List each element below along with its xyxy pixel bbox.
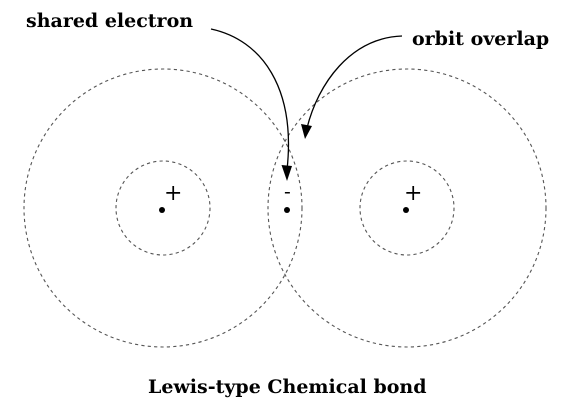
right-nucleus	[403, 207, 409, 213]
arrowhead-icon	[301, 124, 312, 139]
right-nucleus-charge: +	[404, 181, 422, 206]
diagram-caption: Lewis-type Chemical bond	[148, 376, 427, 398]
arrowhead-icon	[281, 165, 292, 181]
orbit-overlap-arrow	[301, 35, 403, 139]
left-nucleus-charge: +	[164, 181, 182, 206]
shared-electron: -	[284, 179, 291, 213]
shared-electron-charge: -	[284, 179, 291, 203]
left-outer-orbit	[23, 68, 303, 348]
right-outer-orbit	[267, 68, 547, 348]
left-inner-orbit	[115, 160, 211, 256]
left-atom: +	[23, 68, 303, 348]
left-nucleus	[159, 207, 165, 213]
shared-electron-arrow	[210, 28, 292, 181]
shared-electron-dot	[284, 207, 290, 213]
right-inner-orbit	[359, 160, 455, 256]
right-atom: +	[267, 68, 547, 348]
shared-electron-label: shared electron	[26, 10, 193, 32]
orbit-overlap-label: orbit overlap	[412, 28, 549, 50]
